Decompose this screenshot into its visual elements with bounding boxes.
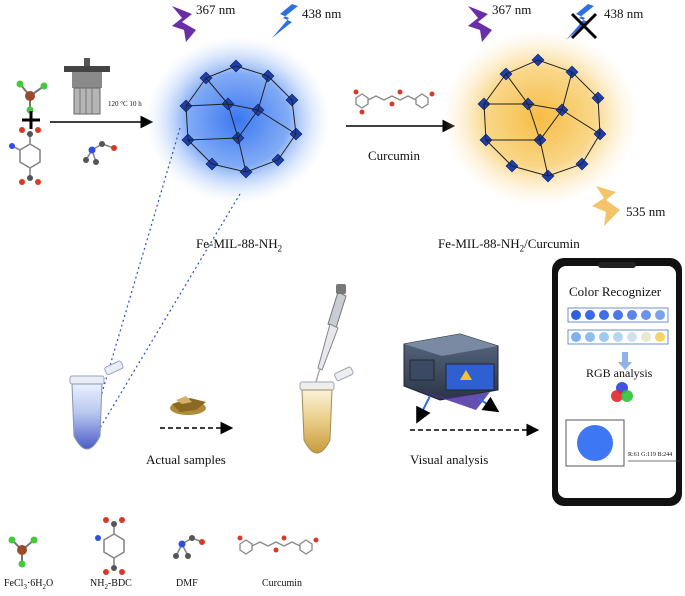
excitation-367-left: 367 nm: [196, 2, 236, 17]
legend-curcumin-molecule: [237, 535, 319, 555]
legend-fecl3-label: FeCl3·6H2O: [4, 578, 54, 591]
strip-dot: [599, 310, 609, 320]
strip-dot: [571, 310, 581, 320]
color-strip-1: [567, 307, 669, 323]
pipette-icon: [315, 284, 347, 383]
violet-bolt-left-icon: [172, 6, 196, 42]
emission-535: 535 nm: [626, 204, 666, 219]
strip-dot: [627, 332, 637, 342]
nh2bdc-molecule-top: [11, 134, 41, 178]
visual-analysis-label: Visual analysis: [410, 452, 489, 467]
strip-dot: [585, 332, 595, 342]
mof-blue-particle: [146, 36, 330, 204]
yellow-bolt-emission-icon: [592, 186, 620, 226]
actual-samples-label: Actual samples: [146, 452, 226, 467]
phone-rgb-analysis: RGB analysis: [586, 366, 653, 380]
legend-dmf-label: DMF: [176, 578, 198, 589]
uv-viewer-box-icon: [403, 333, 500, 424]
strip-dot: [613, 310, 623, 320]
phone-rgb-value: R:61 G:119 B:244: [628, 452, 673, 458]
strip-dot: [613, 332, 623, 342]
rgb-circles-icon: [611, 382, 633, 402]
plus-icon: [22, 111, 40, 129]
cross-icon: [570, 12, 598, 40]
strip-dot: [641, 310, 651, 320]
food-sample-icon: [170, 396, 206, 415]
strip-dot: [641, 332, 651, 342]
synthesis-conditions: 120 °C 10 h: [108, 100, 142, 108]
composite-label: Fe-MIL-88-NH2/Curcumin: [438, 236, 580, 254]
autoclave-icon: [64, 58, 110, 115]
legend-curcumin-label: Curcumin: [262, 578, 302, 589]
phone-app-title: Color Recognizer: [569, 284, 662, 299]
mof-label: Fe-MIL-88-NH2: [196, 236, 283, 254]
blue-bolt-right-icon: [566, 4, 594, 40]
blue-sample-tube: [69, 360, 124, 450]
dotted-link-2: [99, 193, 241, 429]
yellow-sample-tube: [299, 366, 354, 454]
curcumin-atoms-top: [353, 89, 435, 115]
detected-color-circle: [577, 425, 613, 461]
strip-dot: [571, 332, 581, 342]
color-strip-2: [567, 329, 669, 345]
curcumin-molecule-top: [355, 93, 429, 109]
legend-nh2bdc-molecule: [95, 517, 125, 575]
strip-dot: [655, 332, 665, 342]
legend-fecl3-molecule: [8, 536, 38, 568]
violet-bolt-right-icon: [468, 6, 492, 42]
strip-dot: [655, 310, 665, 320]
curcumin-step-label: Curcumin: [368, 148, 420, 163]
legend-nh2bdc-label: NH2-BDC: [90, 578, 132, 591]
dmf-molecule-top: [83, 141, 117, 165]
excitation-438-right: 438 nm: [604, 6, 644, 21]
phone-down-arrow-icon: [618, 352, 632, 370]
strip-dot: [599, 332, 609, 342]
strip-dot: [585, 310, 595, 320]
dotted-link-1: [93, 127, 181, 421]
nh2bdc-atoms-top: [9, 127, 41, 185]
legend-dmf-molecule: [173, 535, 205, 559]
blue-bolt-left-icon: [272, 4, 298, 38]
strip-dot: [627, 310, 637, 320]
mof-yellow-particle: [442, 30, 638, 206]
excitation-367-right: 367 nm: [492, 2, 532, 17]
fecl3-molecule-top: [16, 80, 48, 114]
excitation-438-left: 438 nm: [302, 6, 342, 21]
